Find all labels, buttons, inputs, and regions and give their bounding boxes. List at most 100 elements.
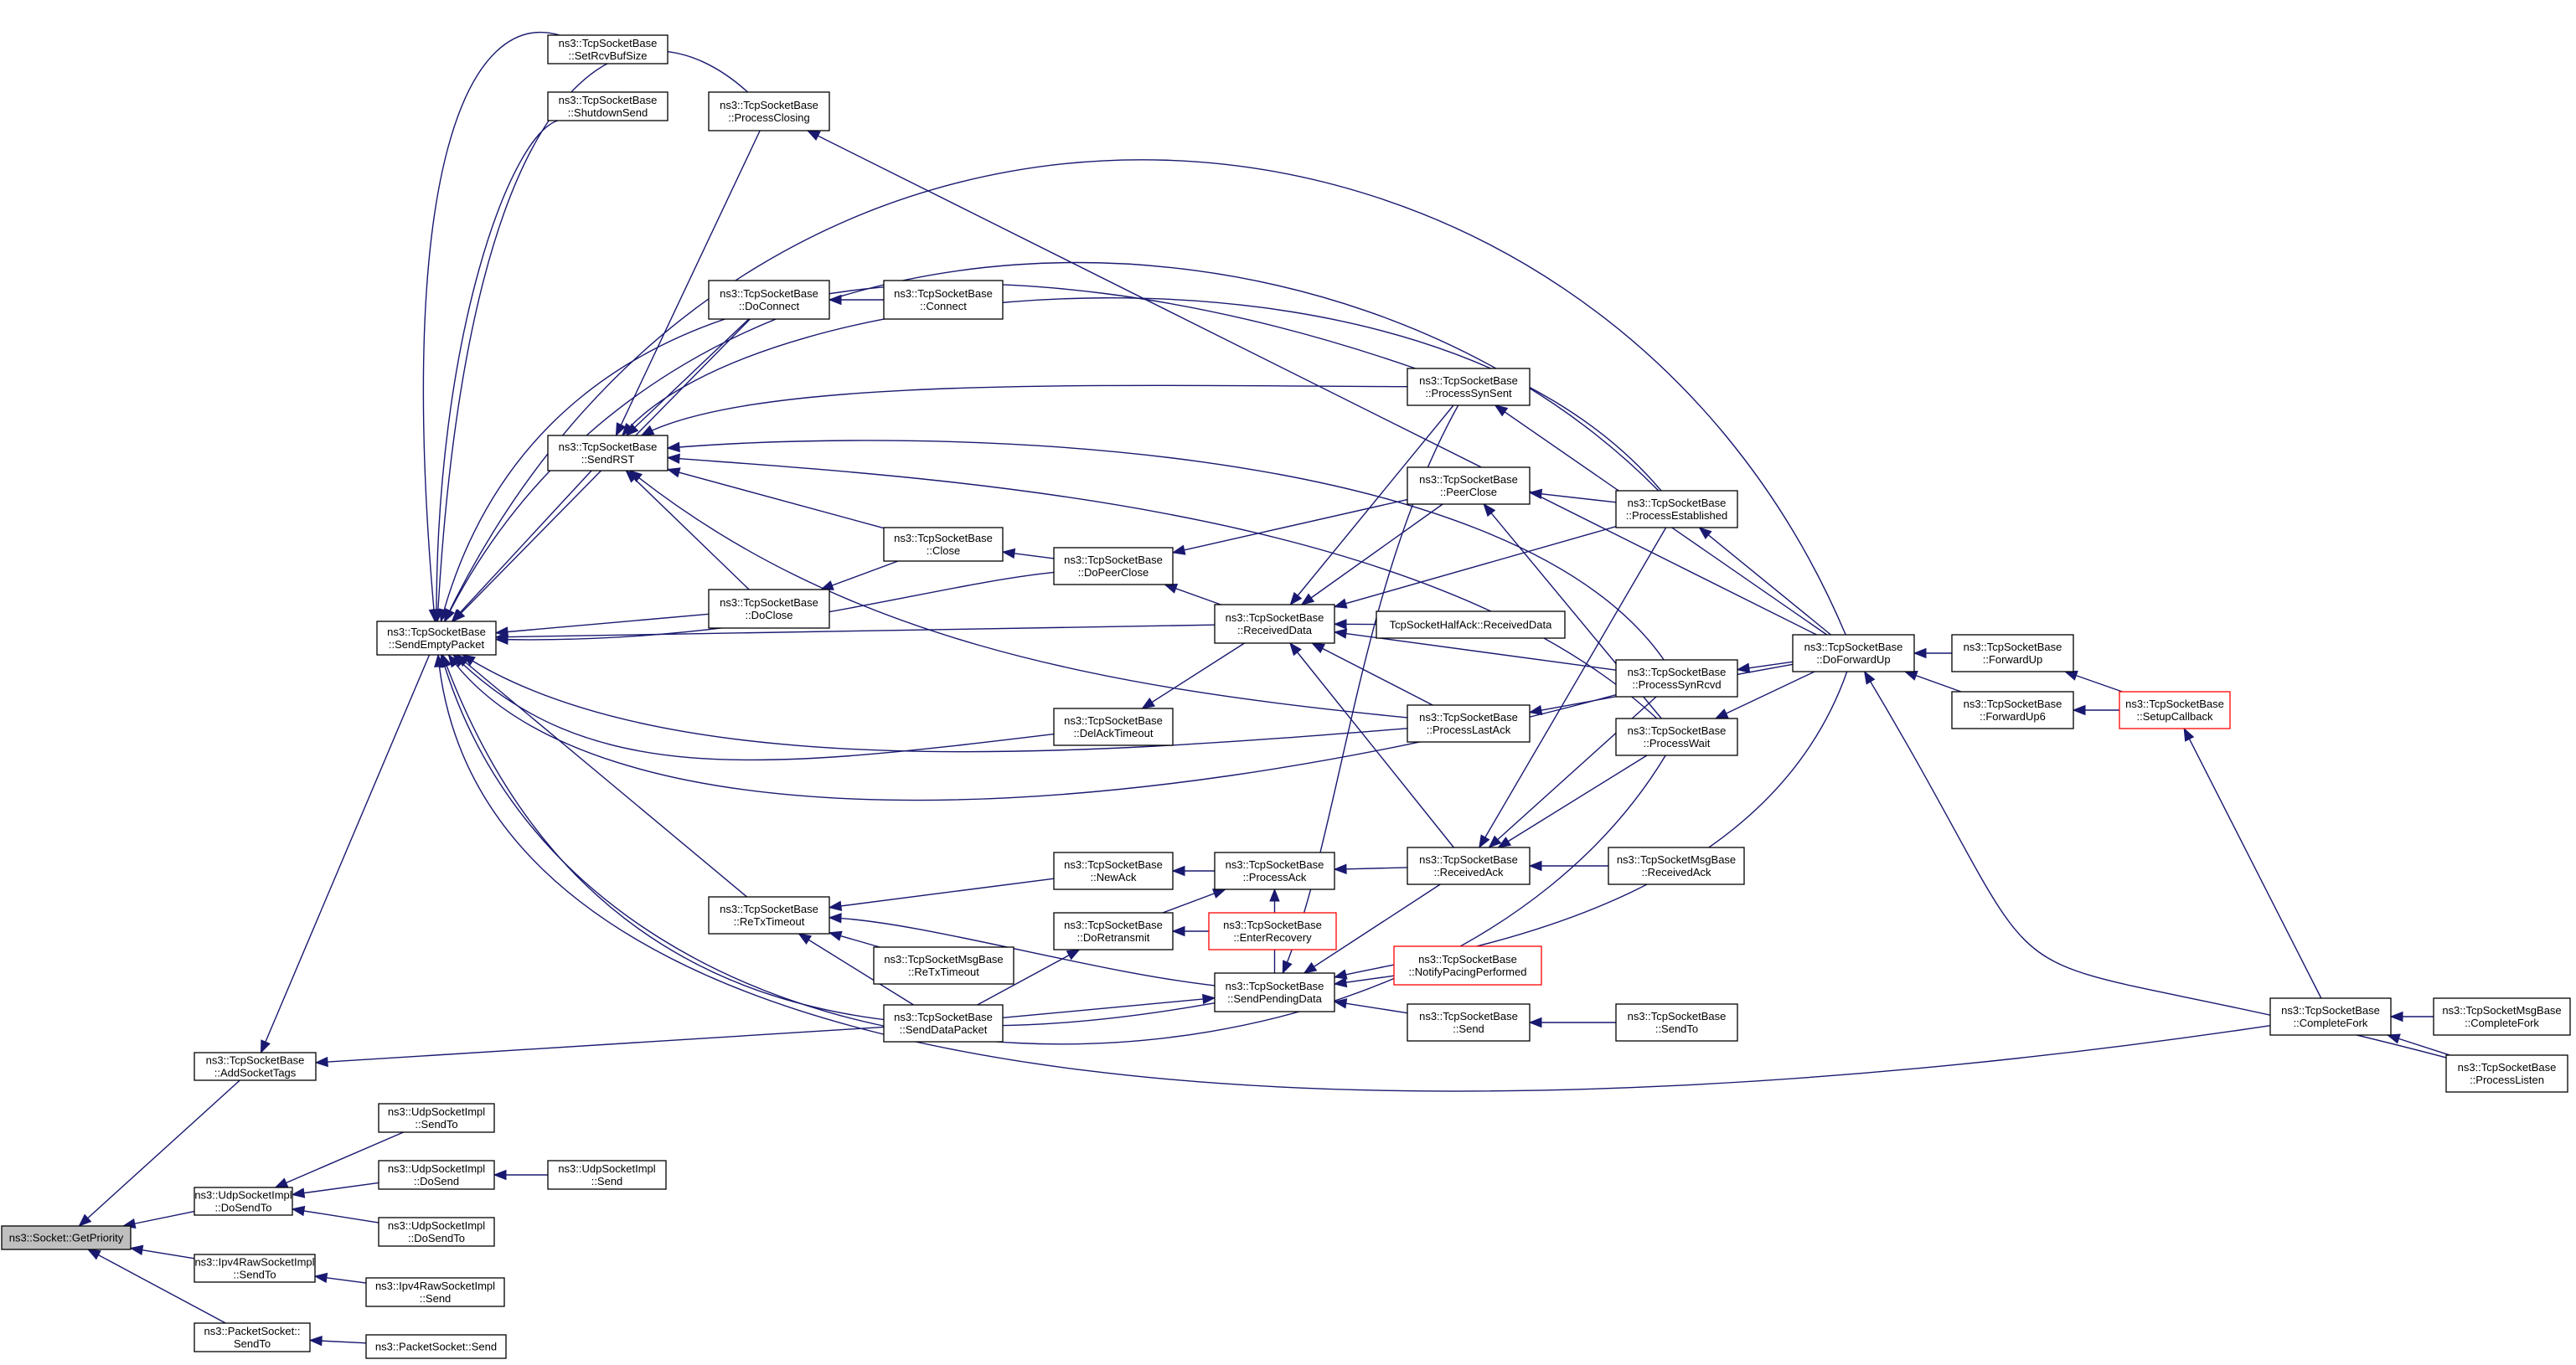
node-doRetransmit[interactable]: ns3::TcpSocketBase::DoRetransmit — [1053, 912, 1174, 950]
node-label: ns3::TcpSocketBase — [206, 1054, 305, 1067]
node-box — [1792, 634, 1915, 672]
node-sendDataPkt[interactable]: ns3::TcpSocketBase::SendDataPacket — [883, 1004, 1004, 1043]
node-shutdown[interactable]: ns3::TcpSocketBase::ShutdownSend — [547, 91, 669, 121]
node-box — [378, 1160, 495, 1190]
node-notifyPacing[interactable]: ns3::TcpSocketBase::NotifyPacingPerforme… — [1393, 945, 1542, 986]
node-box — [873, 946, 1014, 985]
call-edge — [462, 654, 1408, 753]
node-msgRecvAck[interactable]: ns3::TcpSocketMsgBase::ReceivedAck — [1608, 847, 1745, 885]
node-doClose[interactable]: ns3::TcpSocketBase::DoClose — [708, 589, 830, 629]
node-ipv4SendTo[interactable]: ns3::Ipv4RawSocketImpl::SendTo — [194, 1254, 316, 1283]
node-doFwdUp[interactable]: ns3::TcpSocketBase::DoForwardUp — [1792, 634, 1915, 672]
edge-arrowhead — [1528, 704, 1543, 716]
node-udpDoSendTo2[interactable]: ns3::UdpSocketImpl::DoSendTo — [378, 1217, 495, 1247]
node-label: ns3::TcpSocketBase — [1964, 698, 2062, 710]
node-label: ::SetupCallback — [2136, 710, 2213, 723]
node-delAck[interactable]: ns3::TcpSocketBase::DelAckTimeout — [1053, 708, 1174, 746]
call-edge — [129, 1244, 195, 1259]
node-setupCb[interactable]: ns3::TcpSocketBase::SetupCallback — [2119, 691, 2231, 729]
node-procLastAck[interactable]: ns3::TcpSocketBase::ProcessLastAck — [1407, 704, 1531, 743]
node-procClosing[interactable]: ns3::TcpSocketBase::ProcessClosing — [708, 91, 830, 131]
node-fwdUp[interactable]: ns3::TcpSocketBase::ForwardUp — [1951, 634, 2074, 672]
node-completeFork[interactable]: ns3::TcpSocketBase::CompleteFork — [2269, 997, 2392, 1036]
node-label: ns3::TcpSocketBase — [720, 287, 818, 300]
node-newAck[interactable]: ns3::TcpSocketBase::NewAck — [1053, 852, 1174, 890]
call-edge — [1903, 671, 1962, 693]
node-sendEmpty[interactable]: ns3::TcpSocketBase::SendEmptyPacket — [376, 621, 497, 656]
edge-arrowhead — [628, 470, 643, 482]
call-edge — [2063, 670, 2123, 693]
node-send[interactable]: ns3::TcpSocketBase::Send — [1407, 1003, 1531, 1042]
node-ipv4Send[interactable]: ns3::Ipv4RawSocketImpl::Send — [365, 1277, 505, 1307]
node-box — [2119, 691, 2231, 729]
node-procSynSent[interactable]: ns3::TcpSocketBase::ProcessSynSent — [1407, 368, 1531, 406]
call-edge — [2183, 727, 2322, 999]
call-edge — [1333, 863, 1408, 875]
node-reTx[interactable]: ns3::TcpSocketBase::ReTxTimeout — [708, 896, 830, 935]
node-udpSendTo[interactable]: ns3::UdpSocketImpl::SendTo — [378, 1103, 495, 1133]
call-edge — [1300, 503, 1443, 605]
node-label: ns3::TcpSocketBase — [1628, 1010, 1727, 1022]
node-sendTo[interactable]: ns3::TcpSocketBase::SendTo — [1615, 1003, 1738, 1042]
node-doPeerClose[interactable]: ns3::TcpSocketBase::DoPeerClose — [1053, 547, 1174, 585]
node-label: ns3::TcpSocketBase — [2281, 1004, 2380, 1017]
node-label: ns3::TcpSocketBase — [894, 1011, 993, 1023]
call-edge — [1528, 860, 1608, 872]
node-enterRecovery[interactable]: ns3::TcpSocketBase::EnterRecovery — [1208, 912, 1337, 950]
edge-arrowhead — [666, 453, 680, 464]
node-label: ns3::TcpSocketBase — [2125, 698, 2224, 710]
node-label: ::SetRcvBufSize — [569, 49, 648, 62]
node-msgCompleteFork[interactable]: ns3::TcpSocketMsgBase::CompleteFork — [2433, 997, 2571, 1036]
node-procAck[interactable]: ns3::TcpSocketBase::ProcessAck — [1214, 852, 1335, 890]
node-halfAck[interactable]: TcpSocketHalfAck::ReceivedData — [1376, 610, 1566, 639]
node-addTags[interactable]: ns3::TcpSocketBase::AddSocketTags — [194, 1052, 317, 1081]
edge-arrowhead — [1736, 662, 1751, 673]
node-udpDoSend[interactable]: ns3::UdpSocketImpl::DoSend — [378, 1160, 495, 1190]
node-fwdUp6[interactable]: ns3::TcpSocketBase::ForwardUp6 — [1951, 691, 2074, 729]
edge-arrowhead — [828, 900, 843, 912]
call-edge — [1289, 641, 1454, 848]
edge-arrowhead — [1903, 671, 1918, 681]
node-label: ::ForwardUp — [1983, 653, 2043, 666]
node-doConnect[interactable]: ns3::TcpSocketBase::DoConnect — [708, 280, 830, 320]
node-label: ns3::TcpSocketBase — [2458, 1061, 2557, 1074]
node-label: ::SendDataPacket — [900, 1023, 988, 1036]
edge-arrowhead — [493, 1169, 507, 1181]
node-sendPending[interactable]: ns3::TcpSocketBase::SendPendingData — [1214, 972, 1335, 1012]
node-sendRST[interactable]: ns3::TcpSocketBase::SendRST — [547, 435, 669, 471]
node-box — [194, 1254, 316, 1283]
edge-line — [447, 654, 1617, 801]
node-procWait[interactable]: ns3::TcpSocketBase::ProcessWait — [1615, 718, 1738, 756]
node-root[interactable]: ns3::Socket::GetPriority — [1, 1225, 132, 1250]
call-edge — [441, 653, 1216, 1027]
node-label: ns3::UdpSocketImpl — [388, 1219, 485, 1232]
node-box — [1615, 718, 1738, 756]
edge-arrowhead — [1311, 642, 1325, 654]
node-pktSendTo[interactable]: ns3::PacketSocket::SendTo — [194, 1322, 311, 1352]
node-udpDoSendTo[interactable]: ns3::UdpSocketImpl::DoSendTo — [194, 1187, 293, 1216]
node-peerClose[interactable]: ns3::TcpSocketBase::PeerClose — [1407, 466, 1531, 505]
node-setRcv[interactable]: ns3::TcpSocketBase::SetRcvBufSize — [547, 34, 669, 64]
node-close[interactable]: ns3::TcpSocketBase::Close — [883, 527, 1004, 562]
node-box — [1407, 466, 1531, 505]
edge-arrowhead — [455, 654, 470, 667]
call-edge — [1736, 661, 1794, 673]
node-box — [547, 91, 669, 121]
node-recvAck[interactable]: ns3::TcpSocketBase::ReceivedAck — [1407, 847, 1531, 885]
node-msgReTx[interactable]: ns3::TcpSocketMsgBase::ReTxTimeout — [873, 946, 1014, 985]
node-box — [1608, 847, 1745, 885]
edge-line — [462, 654, 1408, 753]
node-pktSend[interactable]: ns3::PacketSocket::Send — [365, 1334, 507, 1359]
node-box — [708, 280, 830, 320]
node-label: ::SendEmptyPacket — [389, 638, 485, 651]
node-label: ns3::TcpSocketMsgBase — [884, 953, 1003, 966]
node-udpSend[interactable]: ns3::UdpSocketImpl::Send — [547, 1160, 667, 1190]
node-procListen[interactable]: ns3::TcpSocketBase::ProcessListen — [2445, 1054, 2568, 1093]
call-edge — [2389, 1011, 2434, 1022]
node-connect[interactable]: ns3::TcpSocketBase::Connect — [883, 280, 1004, 320]
node-procSynRcvd[interactable]: ns3::TcpSocketBase::ProcessSynRcvd — [1615, 659, 1738, 698]
node-procEstab[interactable]: ns3::TcpSocketBase::ProcessEstablished — [1615, 490, 1738, 528]
node-label: ns3::TcpSocketBase — [894, 287, 993, 300]
node-label: ::ProcessSynSent — [1425, 387, 1512, 399]
node-recvData[interactable]: ns3::TcpSocketBase::ReceivedData — [1214, 604, 1335, 644]
